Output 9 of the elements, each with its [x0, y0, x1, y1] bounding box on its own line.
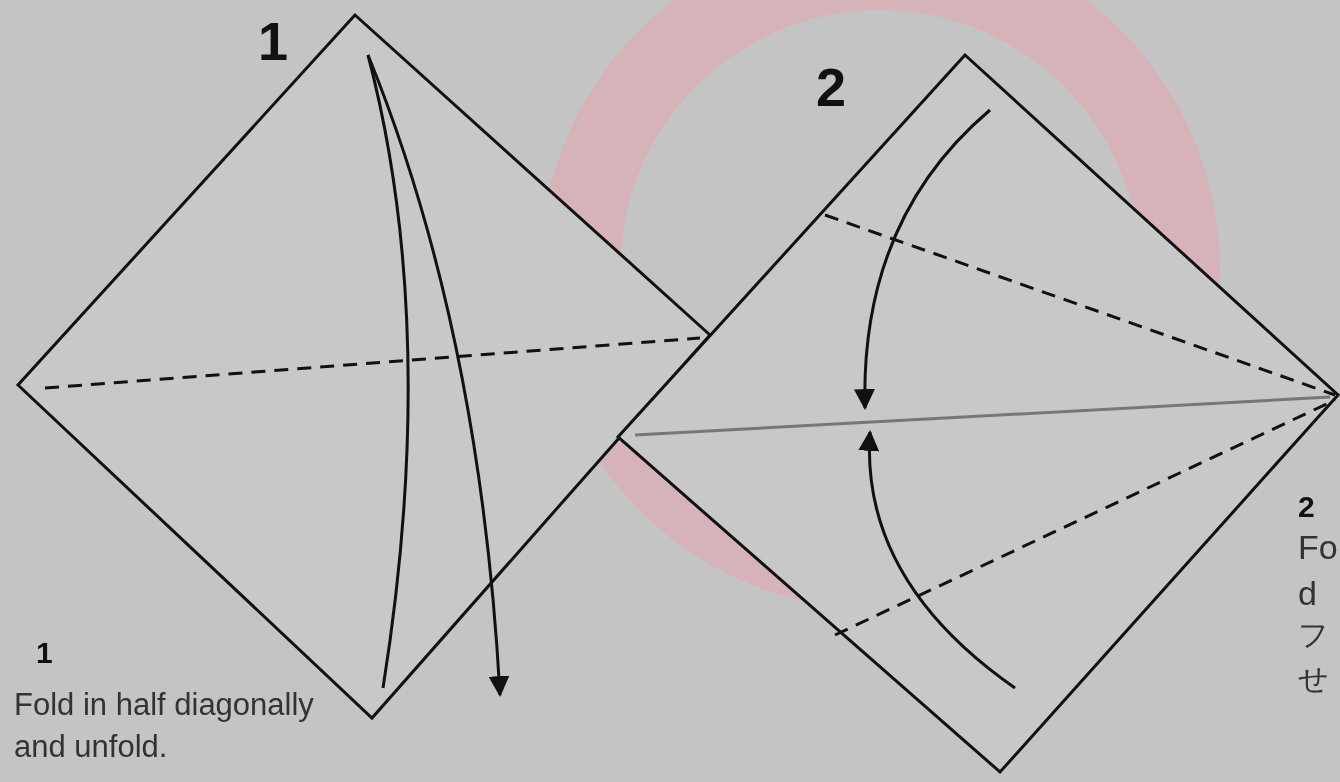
- instruction-text: せ: [1298, 664, 1329, 694]
- instruction-text: d: [1298, 576, 1317, 610]
- step-number: 2: [1298, 492, 1315, 522]
- step-number: 1: [36, 638, 53, 668]
- instruction-text: Fo: [1298, 530, 1338, 564]
- instruction-text: フ: [1298, 620, 1329, 650]
- step-number: 2: [816, 60, 847, 114]
- instruction-text: Fold in half diagonally and unfold.: [14, 686, 315, 766]
- step-number: 1: [258, 14, 289, 68]
